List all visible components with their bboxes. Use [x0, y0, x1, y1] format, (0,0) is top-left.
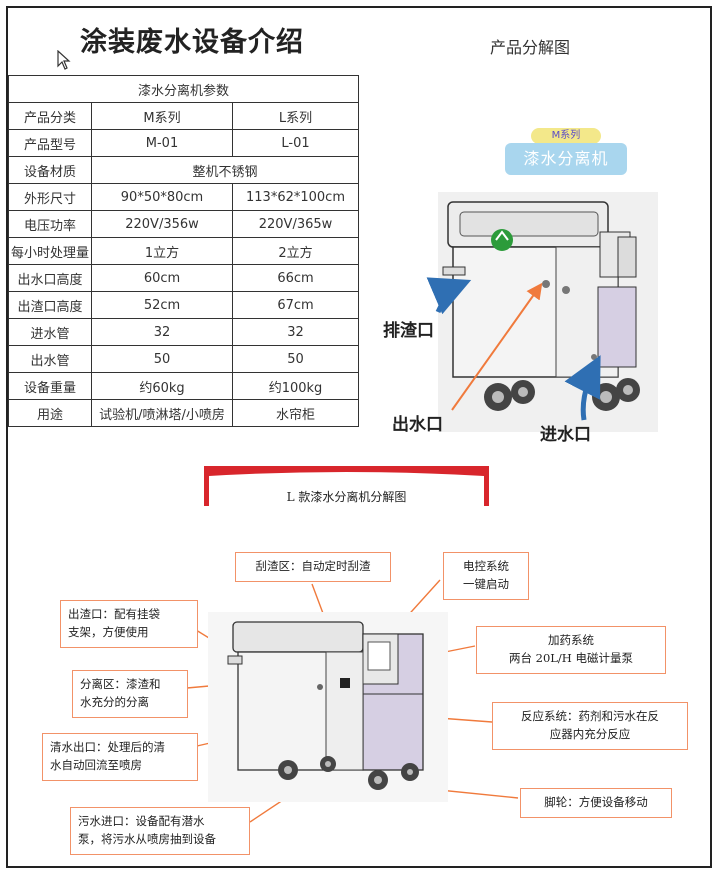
param-l: 66cm: [232, 264, 359, 292]
param-key: 外形尺寸: [8, 183, 92, 211]
param-l: L-01: [232, 129, 359, 157]
param-m: 试验机/喷淋塔/小喷房: [91, 399, 233, 427]
table-row: 用途 试验机/喷淋塔/小喷房 水帘柜: [8, 399, 359, 427]
table-row: 出渣口高度 52cm 67cm: [8, 291, 359, 319]
param-key: 出水口高度: [8, 264, 92, 292]
param-m: M-01: [91, 129, 233, 157]
banner-shape: [204, 466, 489, 506]
param-merged: 整机不锈钢: [91, 156, 359, 184]
table-row: 产品型号 M-01 L-01: [8, 129, 359, 157]
param-key: 出水管: [8, 345, 92, 373]
m-series-name: 漆水分离机: [505, 143, 627, 175]
param-key: 电压功率: [8, 210, 92, 238]
param-m: M系列: [91, 102, 233, 130]
callout-inlet: 污水进口：设备配有潜水 泵，将污水从喷房抽到设备: [70, 807, 250, 855]
table-heading-row: 漆水分离机参数: [8, 75, 359, 103]
table-row: 设备重量 约60kg 约100kg: [8, 372, 359, 400]
m-inlet-label: 进水口: [540, 425, 591, 445]
table-row: 电压功率 220V/356w 220V/365w: [8, 210, 359, 238]
callout-control: 电控系统 一键启动: [443, 552, 529, 600]
param-m: 约60kg: [91, 372, 233, 400]
outlet-arrow: [451, 282, 543, 411]
page-title: 涂装废水设备介绍: [80, 27, 304, 58]
mouse-cursor-icon: [57, 50, 71, 70]
param-l: 水帘柜: [232, 399, 359, 427]
callout-separation: 分离区：漆渣和 水充分的分离: [72, 670, 188, 718]
table-heading: 漆水分离机参数: [8, 75, 359, 103]
parameter-table: 漆水分离机参数 产品分类 M系列 L系列 产品型号 M-01 L-01 设备材质…: [8, 75, 359, 427]
m-series-badge: M系列 漆水分离机: [505, 128, 627, 180]
callout-dosing: 加药系统 两台 20L/H 电磁计量泵: [476, 626, 666, 674]
callout-wheels: 脚轮：方便设备移动: [520, 788, 672, 818]
param-l: 50: [232, 345, 359, 373]
m-outlet-label: 出水口: [392, 415, 443, 435]
slag-arrow: [426, 277, 472, 315]
decomposition-heading: 产品分解图: [490, 38, 571, 57]
callout-scrape: 刮渣区：自动定时刮渣: [235, 552, 391, 582]
callout-clean-outlet: 清水出口：处理后的清 水自动回流至喷房: [42, 733, 198, 781]
param-m: 90*50*80cm: [91, 183, 233, 211]
param-l: 67cm: [232, 291, 359, 319]
param-key: 每小时处理量: [8, 237, 92, 265]
m-series-ribbon: M系列: [531, 128, 601, 144]
param-key: 设备重量: [8, 372, 92, 400]
param-l: 2立方: [232, 237, 359, 265]
l-series-banner: L 款漆水分离机分解图: [204, 462, 489, 506]
l-machine-illustration: [208, 612, 448, 802]
l-series-banner-title: L 款漆水分离机分解图: [286, 490, 407, 504]
param-key: 产品分类: [8, 102, 92, 130]
inlet-arrow: [564, 355, 601, 421]
page-frame: [6, 6, 712, 868]
table-row: 出水管 50 50: [8, 345, 359, 373]
param-l: 220V/365w: [232, 210, 359, 238]
table-row: 产品分类 M系列 L系列: [8, 102, 359, 130]
callout-slag: 出渣口：配有挂袋 支架，方便使用: [60, 600, 198, 648]
param-l: 约100kg: [232, 372, 359, 400]
callout-reaction: 反应系统：药剂和污水在反 应器内充分反应: [492, 702, 688, 750]
param-key: 用途: [8, 399, 92, 427]
m-slag-label: 排渣口: [383, 321, 434, 341]
